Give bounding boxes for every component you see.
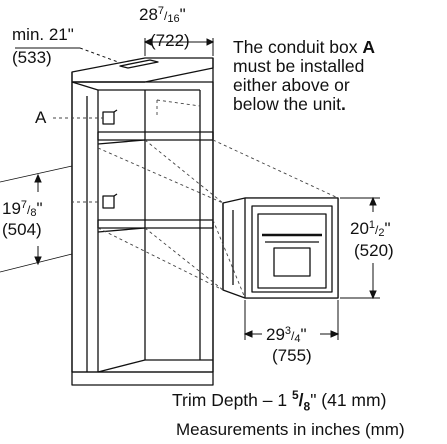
min-depth-label: min. 21" [12,25,74,44]
unit-width-mm-label: (755) [272,346,312,365]
oven-unit [222,197,339,299]
conduit-box-marker: A [35,108,47,127]
trim-depth-label: Trim Depth – 1 5/8" (41 mm) [172,388,387,414]
conduit-note: The conduit box A must be installed eith… [233,38,443,114]
cabinet-width-mm-label: (722) [150,31,190,50]
note-line-3: either above or [233,75,350,95]
cabinet-width-label: 287/16" [139,5,186,25]
projection-lines [53,99,339,299]
measurements-note: Measurements in inches (mm) [176,420,405,439]
cabinet [71,57,214,386]
unit-height-label: 201/2" [350,219,391,239]
unit-width-label: 293/4" [266,325,307,345]
unit-height-mm-label: (520) [354,241,394,260]
height-mm-label: (504) [2,220,42,239]
dimension-lines [0,38,380,340]
note-line-2: must be installed [233,56,365,76]
conduit-box-lower [102,193,118,209]
note-line-4: below the unit. [233,94,346,114]
height-label: 197/8" [2,199,43,219]
min-depth-mm-label: (533) [12,48,52,67]
note-line-1: The conduit box A [233,37,376,57]
conduit-box-upper [102,109,118,125]
